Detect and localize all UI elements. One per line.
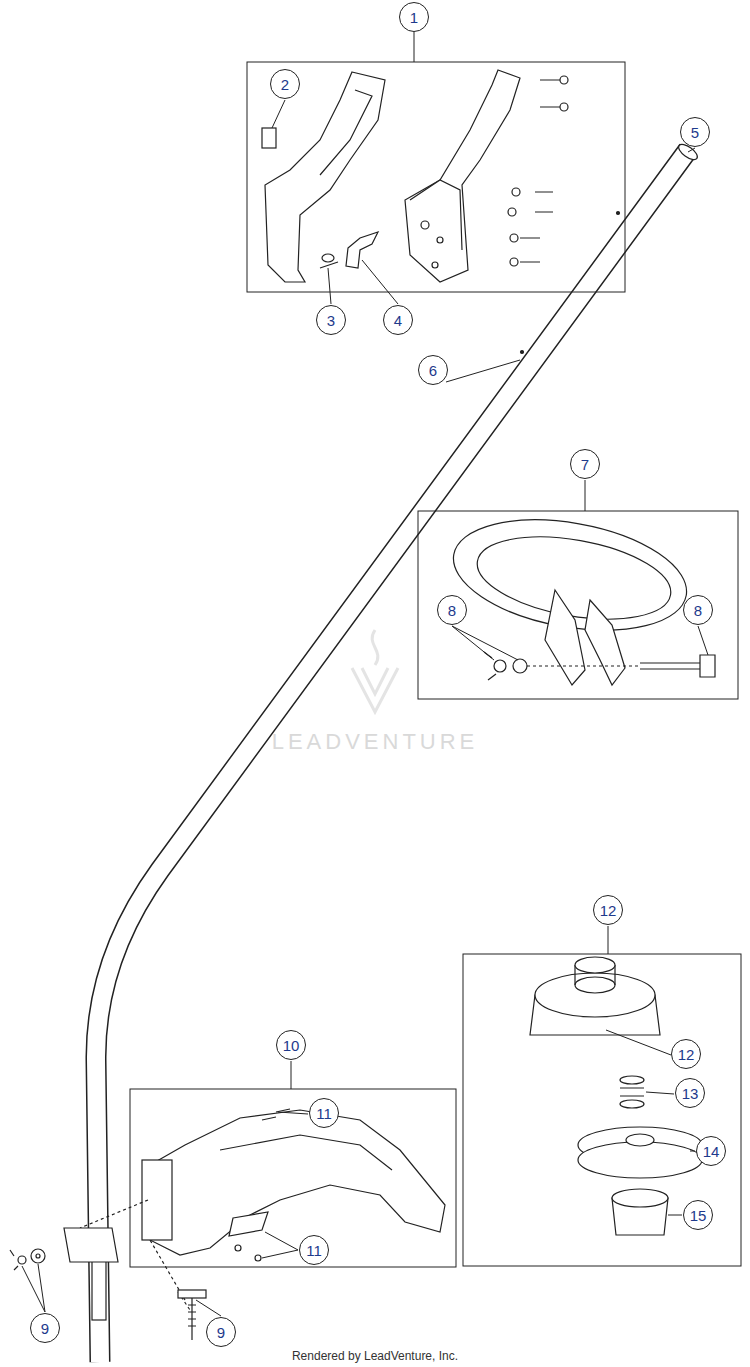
callout-number: 2	[281, 77, 289, 92]
callout-circle: 1	[399, 2, 429, 32]
callout-number: 10	[283, 1038, 300, 1053]
grass-guard	[80, 1109, 445, 1310]
handle-assembly	[262, 70, 568, 282]
loop-handle	[445, 503, 715, 685]
callout-number: 1	[410, 10, 418, 25]
callout-circle: 2	[270, 69, 300, 99]
callout-circle: 5	[680, 117, 710, 147]
callout-circle: 9	[206, 1317, 236, 1347]
callout-circle: 8	[683, 595, 713, 625]
callout-circle: 4	[383, 305, 413, 335]
callout-number: 8	[694, 603, 702, 618]
watermark: LEADVENTURE	[272, 729, 479, 755]
callout-number: 14	[703, 1144, 720, 1159]
callout-circle: 9	[30, 1313, 60, 1343]
callout-circle: 7	[570, 449, 600, 479]
callout-circle: 11	[309, 1098, 339, 1128]
group-frames	[130, 62, 741, 1267]
callout-circle: 15	[683, 1200, 713, 1230]
screws	[508, 76, 568, 266]
callout-number: 12	[600, 903, 617, 918]
callout-number: 8	[448, 603, 456, 618]
callout-circle: 10	[276, 1030, 306, 1060]
callout-circle: 12	[671, 1039, 701, 1069]
callout-number: 5	[691, 125, 699, 140]
callout-number: 15	[690, 1208, 707, 1223]
leader-lines	[22, 32, 708, 1316]
callout-number: 11	[306, 1243, 322, 1258]
callout-circle: 12	[593, 895, 623, 925]
watermark-logo	[352, 630, 398, 712]
callout-number: 12	[678, 1047, 695, 1062]
callout-number: 6	[429, 363, 437, 378]
callout-number: 7	[581, 457, 589, 472]
callout-number: 9	[41, 1321, 49, 1336]
callout-circle: 6	[418, 355, 448, 385]
callout-number: 4	[394, 313, 402, 328]
callout-number: 3	[327, 313, 335, 328]
trimmer-shaft	[92, 141, 700, 1362]
callout-circle: 13	[675, 1078, 705, 1108]
callout-number: 13	[682, 1086, 699, 1101]
credit-text: Rendered by LeadVenture, Inc.	[292, 1349, 458, 1363]
callout-number: 11	[316, 1106, 332, 1121]
callout-number: 9	[217, 1325, 225, 1340]
callout-circle: 8	[437, 595, 467, 625]
callout-circle: 3	[316, 305, 346, 335]
callout-circle: 11	[299, 1235, 329, 1265]
callout-circle: 14	[696, 1136, 726, 1166]
